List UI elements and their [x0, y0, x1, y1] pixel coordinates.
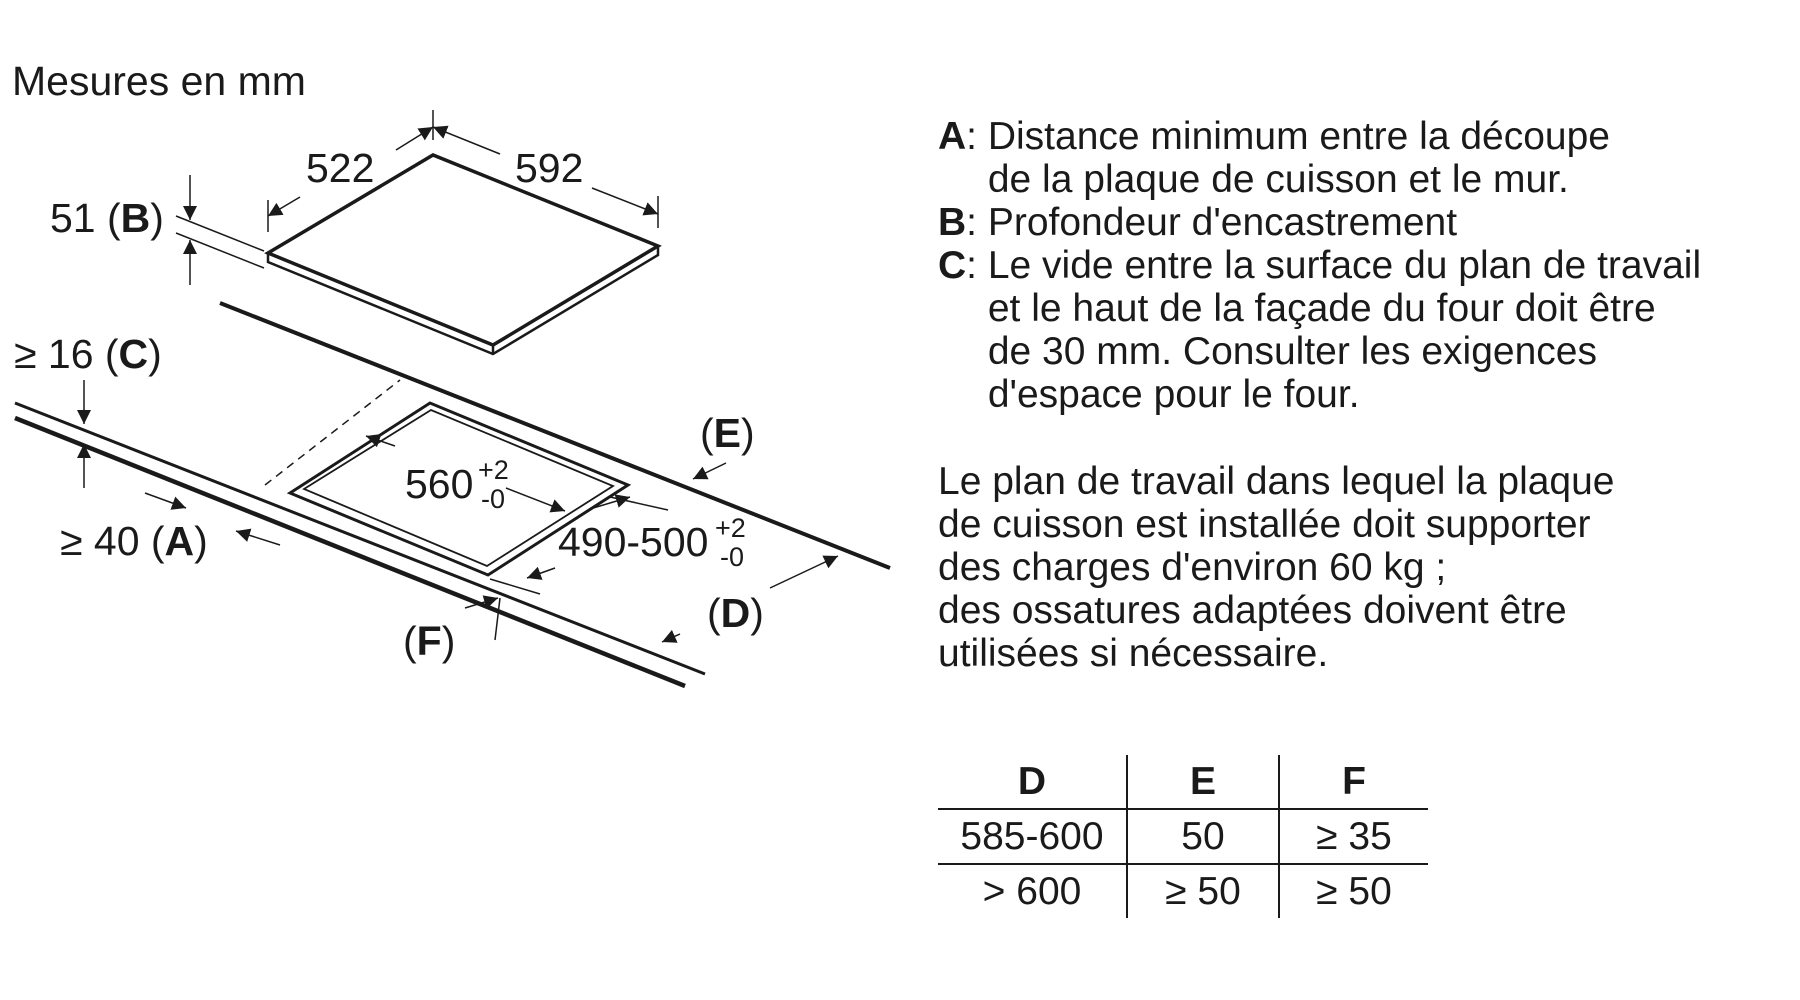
depth-b-label: 51 (B)	[50, 195, 164, 241]
table-header: D	[938, 755, 1127, 810]
legend-key: C	[938, 244, 967, 287]
legend-line: et le haut de la façade du four doit êtr…	[987, 287, 1656, 330]
table-header: E	[1126, 755, 1279, 810]
table-header: F	[1278, 755, 1428, 810]
legend-item-a: A: Distance minimum entre la découpe de …	[938, 115, 1788, 201]
legend-line: de la plaque de cuisson et le mur.	[987, 158, 1569, 201]
note-line: utilisées si nécessaire.	[938, 632, 1329, 675]
legend-line: Profondeur d'encastrement	[987, 201, 1458, 244]
legend-line: Distance minimum entre la découpe	[987, 115, 1610, 158]
legend-line: Le vide entre la surface du plan de trav…	[987, 244, 1702, 287]
load-note: Le plan de travail dans lequel la plaque…	[938, 460, 1788, 675]
dimension-f-label: (F)	[403, 618, 455, 664]
worktop-dimensions	[77, 380, 839, 643]
dimension-table: D E F 585-600 50 ≥ 35 > 600 ≥ 50 ≥ 50	[938, 755, 1428, 918]
cooktop-depth-label: 592	[515, 145, 583, 191]
note-line: des ossatures adaptées doivent être	[938, 589, 1567, 632]
cutout-depth-label: 490-500	[558, 519, 708, 565]
legend-line: de 30 mm. Consulter les exigences	[987, 330, 1597, 373]
cutout-width-tol-minus: -0	[481, 484, 505, 514]
cutout-width-label: 560	[405, 461, 473, 507]
clearance-a-label: ≥ 40 (A)	[60, 518, 208, 564]
note-line: des charges d'environ 60 kg ;	[938, 546, 1447, 589]
cutout-width-tol-plus: +2	[478, 455, 509, 485]
legend-separator: :	[966, 244, 988, 287]
legend-description: Le vide entre la surface du plan de trav…	[988, 244, 1788, 416]
legend-key: A	[938, 115, 967, 158]
cutout-depth-tol-minus: -0	[720, 542, 744, 572]
cooktop-width-label: 522	[306, 145, 374, 191]
clearance-c-label: ≥ 16 (C)	[14, 331, 162, 377]
legend-separator: :	[966, 115, 988, 158]
table-cell: > 600	[982, 869, 1082, 913]
cooktop-dimensions	[175, 110, 659, 285]
dimension-e-label: (E)	[700, 410, 755, 456]
legend-item-c: C: Le vide entre la surface du plan de t…	[938, 244, 1788, 416]
legend-description: Profondeur d'encastrement	[988, 201, 1788, 244]
table-cell: 50	[1126, 809, 1279, 865]
legend: A: Distance minimum entre la découpe de …	[938, 115, 1788, 416]
table-cell: 585-600	[938, 809, 1127, 865]
cooktop-drawing	[264, 153, 662, 356]
installation-diagram: Mesures en mm 522 592 51 (B)	[12, 58, 891, 689]
table-header-row: D E F	[938, 755, 1428, 810]
legend-description: Distance minimum entre la découpe de la …	[988, 115, 1788, 201]
table-cell: ≥ 50	[1126, 864, 1279, 918]
legend-line: d'espace pour le four.	[987, 373, 1360, 416]
table-cell: ≥ 50	[1278, 864, 1428, 918]
dimension-d-label: (D)	[707, 590, 764, 636]
table-row: > 600 ≥ 50 ≥ 50	[938, 864, 1428, 918]
table-row: 585-600 50 ≥ 35	[938, 809, 1428, 865]
legend-key: B	[938, 201, 967, 244]
table-cell: ≥ 35	[1278, 809, 1428, 865]
page-title: Mesures en mm	[12, 58, 306, 104]
cutout-depth-tol-plus: +2	[715, 513, 746, 543]
legend-separator: :	[966, 201, 988, 244]
legend-item-b: B: Profondeur d'encastrement	[938, 201, 1788, 244]
note-line: Le plan de travail dans lequel la plaque	[938, 460, 1615, 503]
note-line: de cuisson est installée doit supporter	[938, 503, 1591, 546]
